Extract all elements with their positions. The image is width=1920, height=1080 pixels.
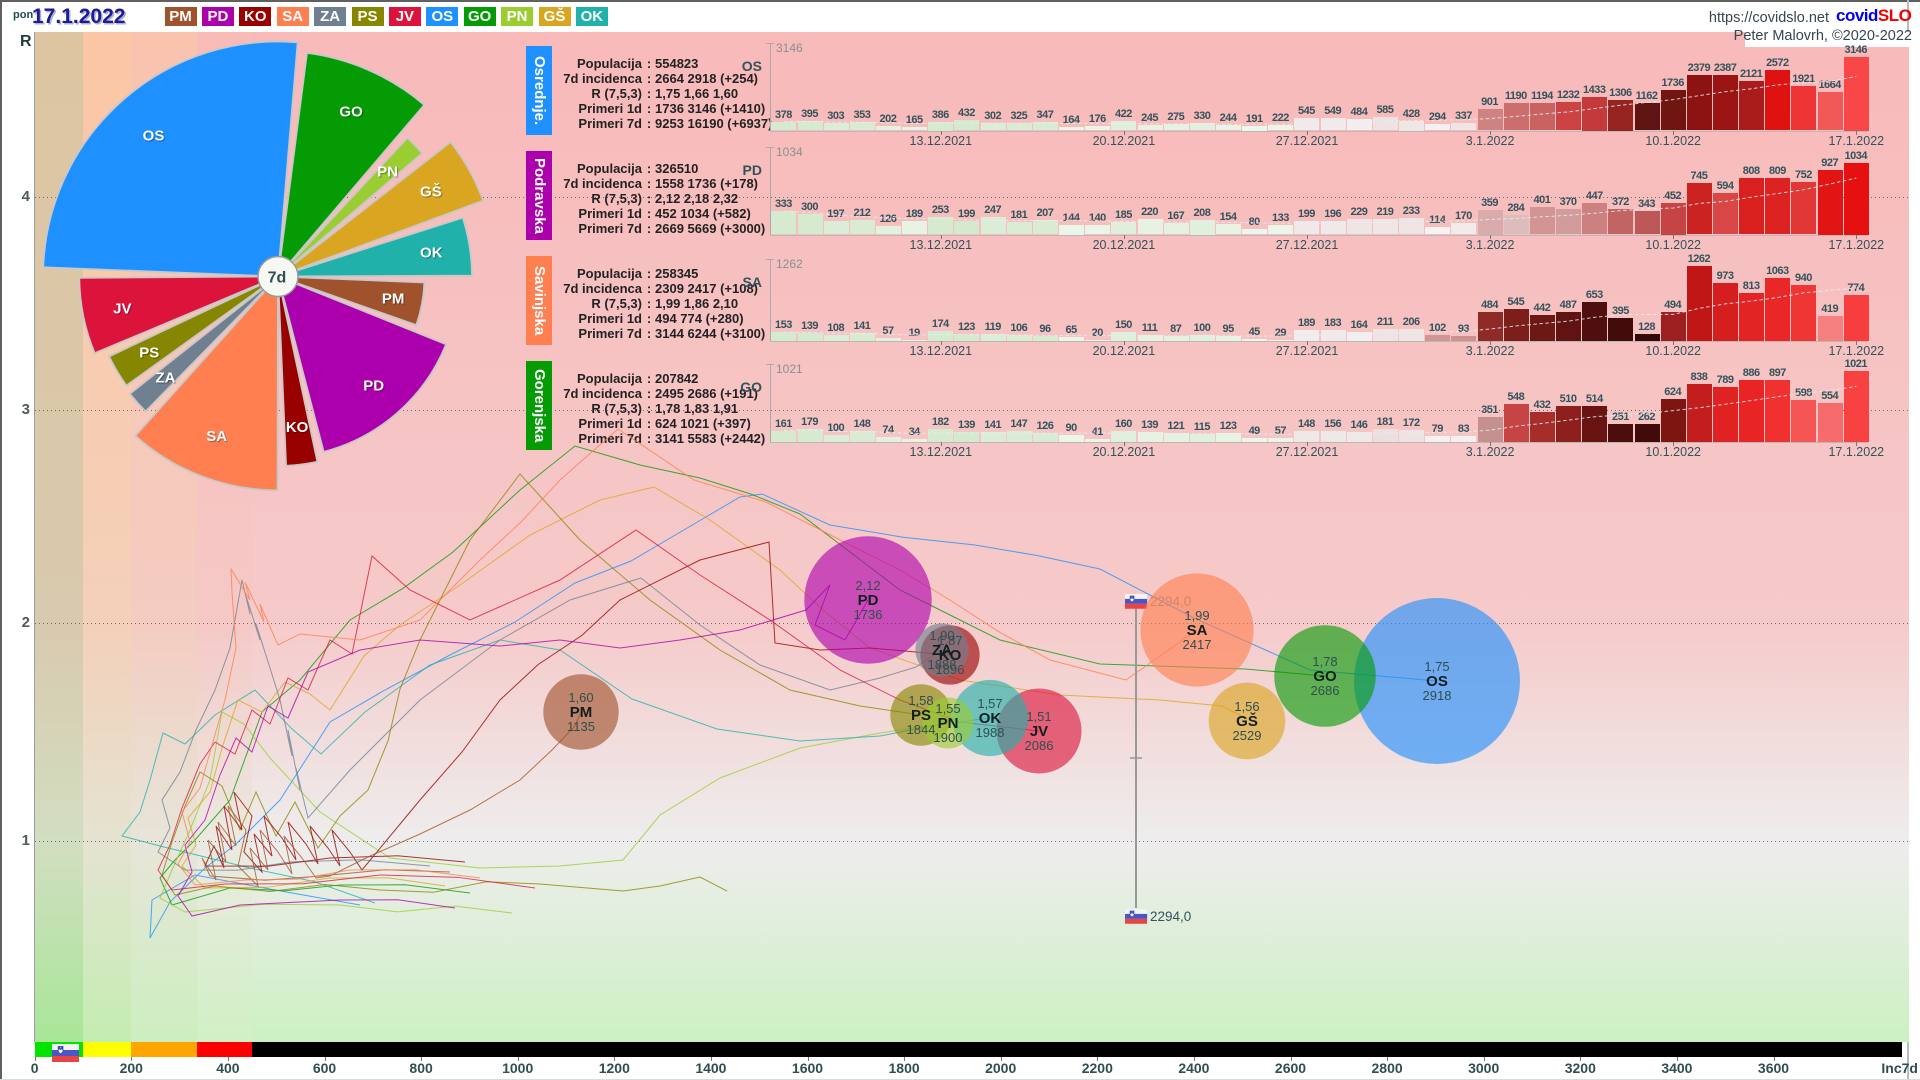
svg-text:PN: PN: [377, 164, 398, 181]
svg-text:1,99: 1,99: [1184, 608, 1209, 623]
svg-text:JV: JV: [113, 300, 131, 317]
svg-text:PD: PD: [858, 592, 879, 609]
svg-text:GŠ: GŠ: [1236, 712, 1258, 730]
svg-text:PM: PM: [382, 291, 405, 308]
svg-text:1,87: 1,87: [937, 633, 962, 648]
svg-text:GO: GO: [1313, 668, 1337, 685]
svg-text:GO: GO: [339, 104, 363, 121]
svg-text:1988: 1988: [976, 725, 1005, 740]
svg-text:1135: 1135: [567, 719, 595, 734]
svg-text:1,58: 1,58: [908, 693, 933, 708]
svg-text:JV: JV: [1030, 723, 1048, 740]
svg-text:ZA: ZA: [156, 370, 176, 387]
svg-text:SA: SA: [206, 428, 227, 445]
svg-text:1,55: 1,55: [935, 701, 960, 716]
svg-text:1844: 1844: [907, 722, 936, 737]
svg-text:2529: 2529: [1233, 728, 1262, 743]
svg-text:OS: OS: [1426, 673, 1448, 690]
svg-text:1736: 1736: [854, 607, 883, 622]
svg-text:OK: OK: [420, 244, 443, 261]
svg-text:2686: 2686: [1311, 683, 1340, 698]
svg-text:KO: KO: [939, 647, 962, 664]
svg-text:1900: 1900: [934, 730, 963, 745]
svg-text:2417: 2417: [1183, 637, 1212, 652]
svg-text:PD: PD: [363, 377, 384, 394]
svg-text:SA: SA: [1187, 622, 1208, 639]
svg-text:ZA: ZA: [932, 642, 952, 659]
svg-text:PS: PS: [911, 707, 931, 724]
svg-text:1,90: 1,90: [929, 628, 954, 643]
svg-text:GŠ: GŠ: [420, 182, 442, 200]
svg-text:1,57: 1,57: [977, 696, 1002, 711]
svg-text:1888: 1888: [928, 657, 957, 672]
svg-text:1,75: 1,75: [1424, 659, 1449, 674]
svg-text:1,51: 1,51: [1026, 709, 1051, 724]
svg-text:2294,0: 2294,0: [1150, 909, 1191, 924]
svg-text:OS: OS: [143, 128, 165, 145]
svg-text:PN: PN: [938, 715, 959, 732]
svg-text:2086: 2086: [1025, 738, 1054, 753]
svg-text:7d: 7d: [268, 270, 287, 287]
svg-text:1896: 1896: [936, 662, 965, 677]
svg-text:OK: OK: [979, 710, 1002, 727]
svg-text:KO: KO: [286, 419, 309, 436]
svg-text:2918: 2918: [1423, 688, 1452, 703]
svg-text:1,78: 1,78: [1312, 654, 1337, 669]
svg-text:2,12: 2,12: [855, 578, 880, 593]
svg-text:1,56: 1,56: [1234, 699, 1259, 714]
svg-text:PS: PS: [139, 344, 159, 361]
svg-text:PM: PM: [570, 704, 593, 721]
svg-text:1,60: 1,60: [568, 690, 593, 705]
